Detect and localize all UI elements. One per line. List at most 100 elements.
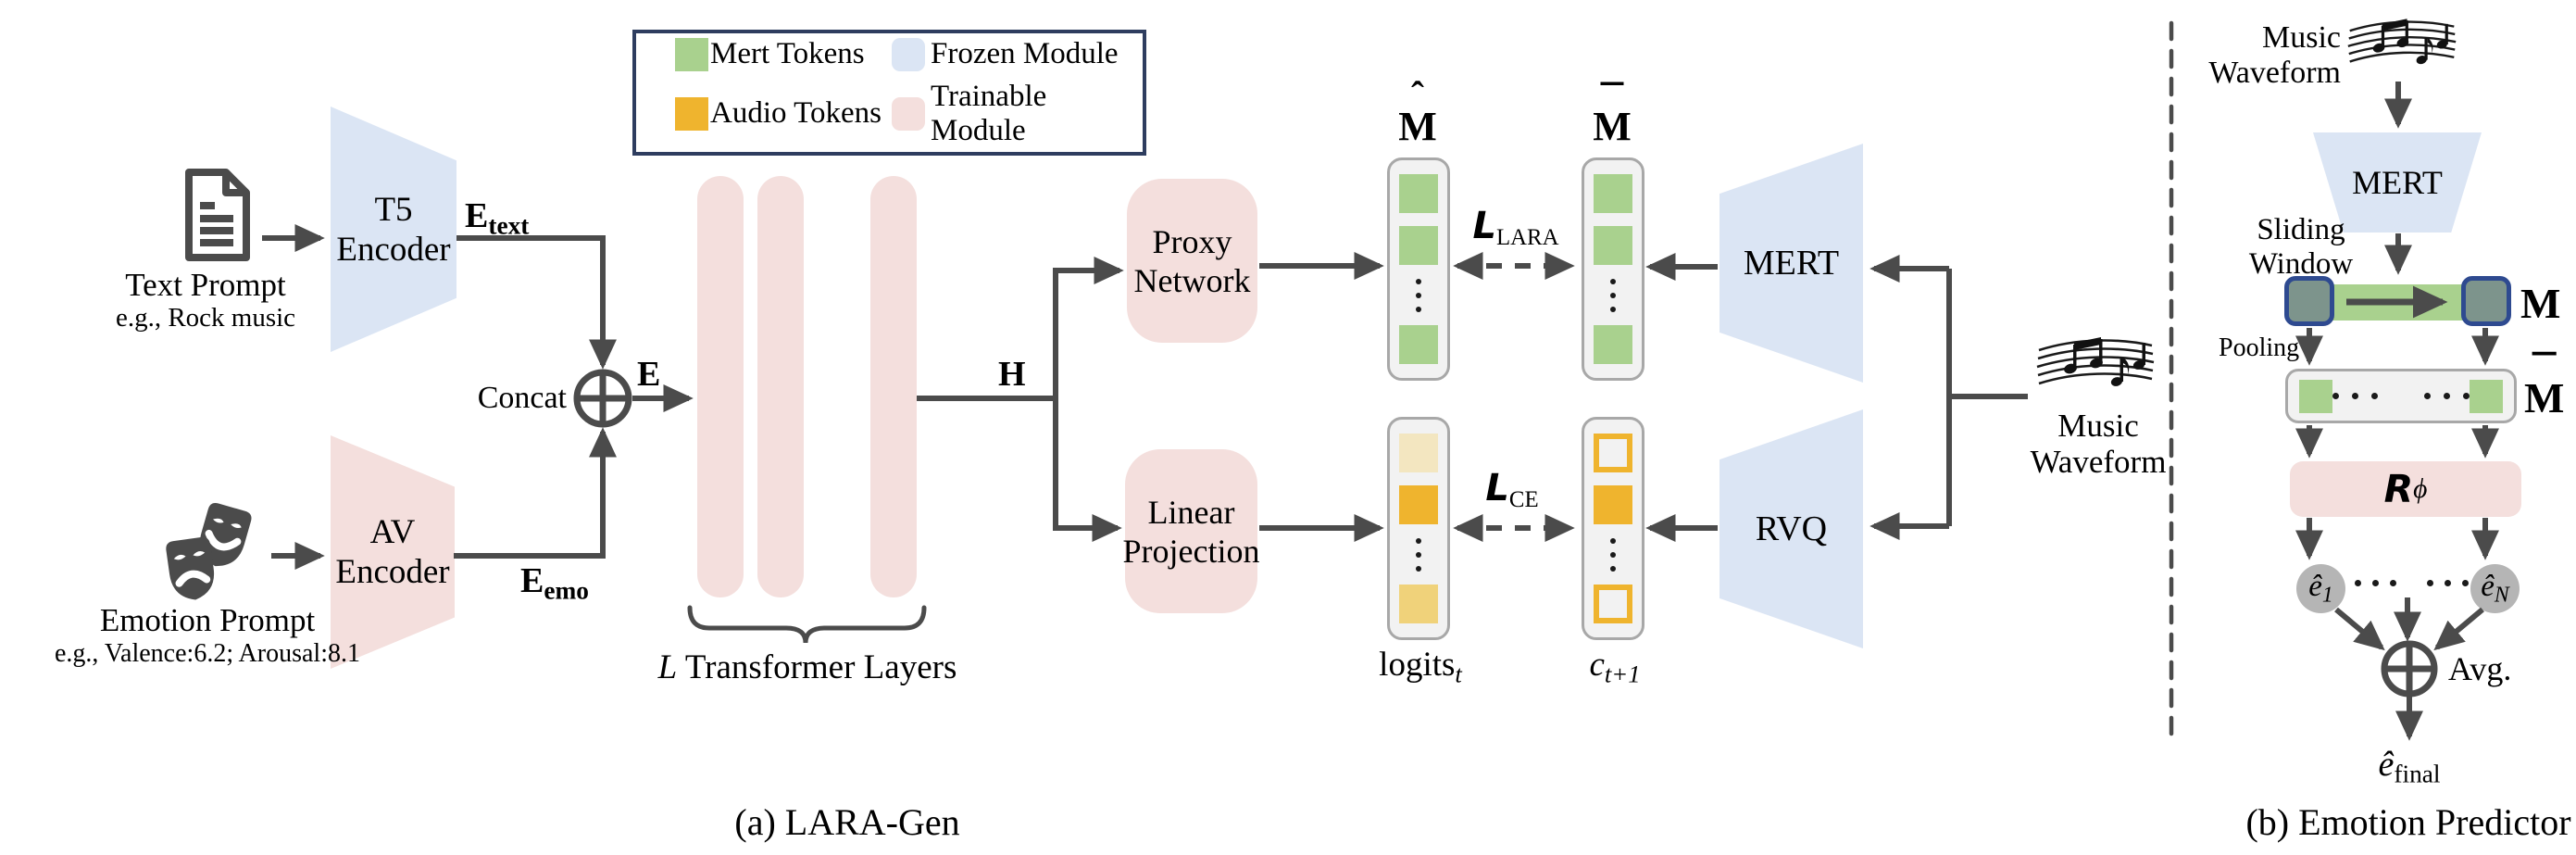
arrow-eN-to-avg (2433, 607, 2484, 651)
emotion-masks-icon (166, 502, 252, 600)
mert-token (1399, 325, 1438, 365)
mert-token (1594, 325, 1632, 365)
document-icon (185, 169, 250, 261)
estimate-ellipsis-left (2355, 580, 2396, 586)
t5-label-line2: Encoder (336, 230, 451, 269)
wire-h-to-linear (1053, 398, 1122, 542)
eN-subscript: N (2494, 583, 2509, 608)
legend-swatch-trainable-module (892, 96, 925, 131)
linear-projection-block: Linear Projection (1122, 449, 1260, 613)
transformer-layer-bar (757, 176, 804, 597)
loss-lara-label: LLARA (1472, 205, 1559, 250)
m-label-b: M (2520, 280, 2561, 327)
horizontal-ellipsis (2332, 393, 2470, 399)
music-waveform-icon-b (2347, 19, 2457, 65)
avg-label: Avg. (2448, 650, 2512, 687)
c-next-label: ct+1 (1589, 646, 1641, 688)
wire-etext-to-concat (456, 235, 617, 370)
av-label-line2: Encoder (335, 553, 450, 591)
linear-label-line2: Projection (1122, 532, 1260, 570)
audio-token (1399, 485, 1438, 525)
legend-label-audio-tokens: Audio Tokens (710, 96, 882, 131)
e-label: E (637, 355, 661, 394)
audio-token-mid (1399, 585, 1438, 624)
vertical-ellipsis (1416, 537, 1421, 572)
logits-label: logitst (1379, 646, 1462, 688)
transformer-caption: L Transformer Layers (657, 648, 957, 686)
emotion-prompt-example: e.g., Valence:6.2; Arousal:8.1 (55, 639, 360, 668)
mert-token (2299, 379, 2332, 413)
e-text-label: Etext (465, 196, 530, 240)
mert-token (1399, 226, 1438, 266)
proxy-label-line1: Proxy (1152, 222, 1232, 260)
legend-label-frozen-module: Frozen Module (931, 37, 1119, 71)
concat-label: Concat (477, 381, 567, 415)
transformer-layer-bar (870, 176, 917, 597)
caption-b: (b) Emotion Predictor (2245, 801, 2571, 843)
estimate-ellipsis-right (2427, 580, 2469, 586)
mert-token (1399, 173, 1438, 213)
legend-swatch-audio-tokens (675, 96, 708, 131)
e-emo-label: Eemo (520, 561, 589, 605)
pooled-sequence-container (2285, 369, 2517, 423)
sliding-window-square-left (2284, 276, 2334, 326)
audio-token-low (1399, 433, 1438, 472)
mert-token (1594, 226, 1632, 266)
e-final-label: êfinal (2378, 745, 2441, 788)
av-label-line1: AV (369, 513, 416, 551)
vertical-ellipsis (1416, 278, 1421, 312)
audio-token (1594, 485, 1632, 525)
legend-label-mert-tokens: Mert Tokens (710, 37, 865, 71)
arrow-e1-to-avg (2334, 607, 2385, 651)
h-label: H (998, 355, 1026, 394)
concat-oplus-node (573, 369, 632, 428)
legend-label-trainable-module: Trainable Module (931, 79, 1047, 147)
estimate-1-node: ê1 (2296, 564, 2345, 613)
proxy-label-line2: Network (1133, 261, 1251, 299)
mert-label-b: MERT (2352, 164, 2443, 201)
audio-token-outline (1594, 585, 1632, 624)
text-prompt-title: Text Prompt (125, 267, 286, 303)
sliding-window-square-right (2461, 276, 2511, 326)
proxy-network-block: Proxy Network (1127, 179, 1257, 343)
m-bar-label-b: M¯ (2524, 346, 2565, 421)
m-bar-label: M¯ (1593, 76, 1632, 149)
text-prompt-example: e.g., Rock music (115, 303, 296, 333)
target-code-column (1582, 417, 1644, 640)
legend-box: Mert Tokens Frozen Module Audio Tokens T… (632, 30, 1146, 156)
mert-label: MERT (1743, 244, 1840, 283)
pooling-label: Pooling (2219, 333, 2300, 362)
mert-token (1594, 173, 1632, 213)
rvq-label: RVQ (1755, 509, 1828, 548)
m-bar-token-column (1582, 157, 1644, 381)
linear-label-line1: Linear (1147, 493, 1235, 531)
estimate-n-node: êN (2470, 564, 2520, 613)
mert-token (2470, 379, 2503, 413)
legend-swatch-frozen-module (892, 37, 925, 71)
regressor-symbol: R (2383, 467, 2414, 511)
caption-a: (a) LARA-Gen (734, 801, 960, 843)
regressor-subscript: ϕ (2413, 473, 2428, 504)
loss-ce-label: LCE (1485, 467, 1539, 512)
music-waveform-icon (2036, 337, 2155, 386)
transformer-layer-bar (697, 176, 744, 597)
wire-h-to-proxy (1053, 257, 1124, 398)
e1-symbol: ê (2308, 569, 2322, 603)
vertical-ellipsis (1610, 278, 1616, 312)
vertical-ellipsis (1610, 537, 1616, 572)
wire-eemo-to-concat (454, 427, 617, 559)
avg-oplus-node (2381, 640, 2438, 698)
eN-symbol: ê (2481, 569, 2495, 603)
m-hat-token-column (1387, 157, 1450, 381)
audio-token-outline (1594, 433, 1632, 472)
sad-mask (166, 536, 215, 600)
happy-mask (199, 502, 252, 567)
t5-label-line1: T5 (374, 190, 413, 229)
transformer-brace (687, 605, 927, 644)
